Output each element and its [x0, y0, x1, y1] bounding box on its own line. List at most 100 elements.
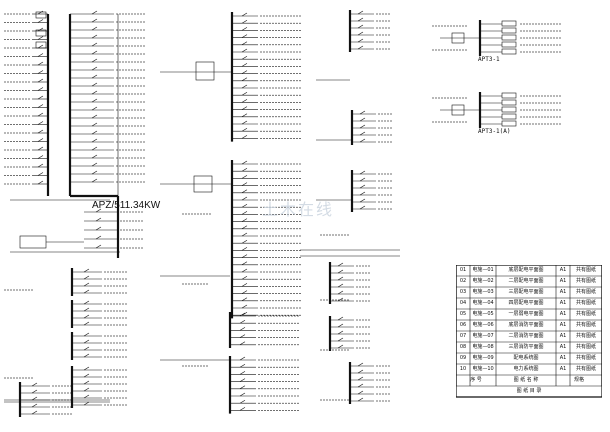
circuit-switch-symbol	[83, 387, 90, 392]
circuit-switch-symbol	[337, 276, 344, 281]
table-cell-code: 电施—10	[472, 366, 494, 372]
branch-switch-symbol	[91, 114, 98, 119]
circuit-switch-symbol	[31, 403, 38, 408]
circuit-switch-symbol	[357, 383, 364, 388]
feeder-switch-symbol	[37, 163, 44, 168]
table-cell-note: 共有图纸	[575, 333, 596, 339]
branch-switch-symbol	[95, 208, 102, 213]
circuit-switch-symbol	[241, 77, 248, 82]
table-cell-name: 三层消防平面图	[508, 344, 544, 350]
feeder-switch-symbol	[37, 44, 44, 49]
circuit-switch-symbol	[83, 275, 90, 280]
circuit-switch-symbol	[241, 203, 248, 208]
circuit-switch-symbol	[337, 337, 344, 342]
circuit-switch-symbol	[241, 232, 248, 237]
circuit-switch-symbol	[241, 12, 248, 17]
table-cell-code: 电施—02	[472, 278, 494, 284]
table-header-size: 规格	[573, 377, 584, 383]
branch-switch-symbol	[91, 34, 98, 39]
table-cell-size: A1	[559, 289, 567, 295]
table-cell-code: 电施—09	[472, 355, 494, 361]
table-cell-number: 03	[459, 289, 467, 295]
table-cell-size: A1	[559, 333, 567, 339]
circuit-switch-symbol	[337, 344, 344, 349]
circuit-switch-symbol	[83, 314, 90, 319]
table-cell-number: 10	[459, 366, 467, 372]
table-cell-size: A1	[559, 322, 567, 328]
table-cell-note: 共有图纸	[575, 322, 596, 328]
branch-switch-symbol	[95, 235, 102, 240]
circuit-switch-symbol	[359, 177, 366, 182]
table-cell-code: 电施—08	[472, 344, 494, 350]
apt-breaker-box	[501, 106, 517, 113]
circuit-switch-symbol	[239, 399, 246, 404]
circuit-switch-symbol	[241, 34, 248, 38]
circuit-switch-symbol	[241, 283, 248, 287]
feeder-switch-symbol	[37, 121, 44, 125]
circuit-switch-symbol	[241, 48, 248, 53]
table-cell-size: A1	[559, 344, 567, 350]
branch-switch-symbol	[91, 178, 98, 183]
feeder-switch-symbol	[37, 87, 44, 91]
branch-switch-symbol	[91, 170, 98, 175]
circuit-switch-symbol	[83, 321, 90, 326]
circuit-switch-symbol	[241, 55, 248, 60]
table-cell-note: 共有图纸	[575, 355, 596, 361]
circuit-switch-symbol	[359, 170, 366, 175]
circuit-switch-symbol	[337, 297, 344, 302]
circuit-switch-symbol	[241, 167, 248, 172]
circuit-switch-symbol	[83, 282, 90, 287]
circuit-switch-symbol	[241, 275, 248, 280]
table-cell-name: 配电系统图	[513, 355, 539, 361]
circuit-switch-symbol	[359, 110, 366, 115]
table-cell-name: 三层配电平面图	[508, 289, 544, 295]
circuit-switch-symbol	[357, 376, 364, 381]
apt-breaker-box	[501, 120, 517, 127]
circuit-switch-symbol	[239, 407, 246, 411]
circuit-switch-symbol	[241, 27, 248, 31]
circuit-switch-symbol	[337, 323, 344, 328]
feeder-switch-symbol	[37, 19, 44, 23]
branch-switch-symbol	[91, 146, 98, 151]
feeder-switch-symbol	[37, 138, 44, 142]
table-cell-size: A1	[559, 300, 567, 306]
circuit-switch-symbol	[241, 211, 248, 215]
branch-switch-symbol	[91, 10, 98, 15]
table-cell-code: 电施—06	[472, 322, 494, 328]
circuit-switch-symbol	[241, 189, 248, 194]
table-cell-name: 电力系统图	[513, 366, 539, 372]
circuit-switch-symbol	[239, 319, 246, 324]
circuit-switch-symbol	[31, 396, 38, 401]
circuit-switch-symbol	[241, 247, 248, 251]
branch-switch-symbol	[95, 226, 102, 231]
table-cell-note: 共有图纸	[575, 278, 596, 284]
circuit-switch-symbol	[83, 401, 90, 406]
circuit-switch-symbol	[239, 334, 246, 338]
circuit-switch-symbol	[337, 290, 344, 295]
circuit-switch-symbol	[83, 353, 90, 358]
branch-switch-symbol	[91, 106, 98, 111]
table-cell-name: 二层消防平面图	[508, 333, 544, 339]
circuit-switch-symbol	[83, 307, 90, 312]
panel-label-apt3-1: APT3-1	[478, 56, 500, 63]
circuit-switch-symbol	[357, 10, 364, 15]
circuit-switch-symbol	[241, 113, 248, 118]
circuit-switch-symbol	[357, 390, 364, 395]
circuit-switch-symbol	[337, 269, 344, 274]
circuit-switch-symbol	[357, 362, 364, 367]
circuit-switch-symbol	[337, 262, 344, 267]
apt-breaker-box	[501, 99, 517, 106]
feeder-switch-symbol	[37, 112, 44, 117]
circuit-switch-symbol	[241, 182, 248, 186]
meter-box	[195, 61, 215, 81]
watermark-logo: 土木在线	[262, 202, 335, 219]
circuit-switch-symbol	[83, 332, 90, 337]
table-cell-code: 电施—04	[472, 300, 494, 306]
feeder-switch-symbol	[37, 61, 44, 66]
circuit-switch-symbol	[357, 38, 364, 43]
feeder-switch-symbol	[37, 155, 44, 159]
table-cell-size: A1	[559, 267, 567, 273]
table-cell-number: 06	[459, 322, 467, 328]
